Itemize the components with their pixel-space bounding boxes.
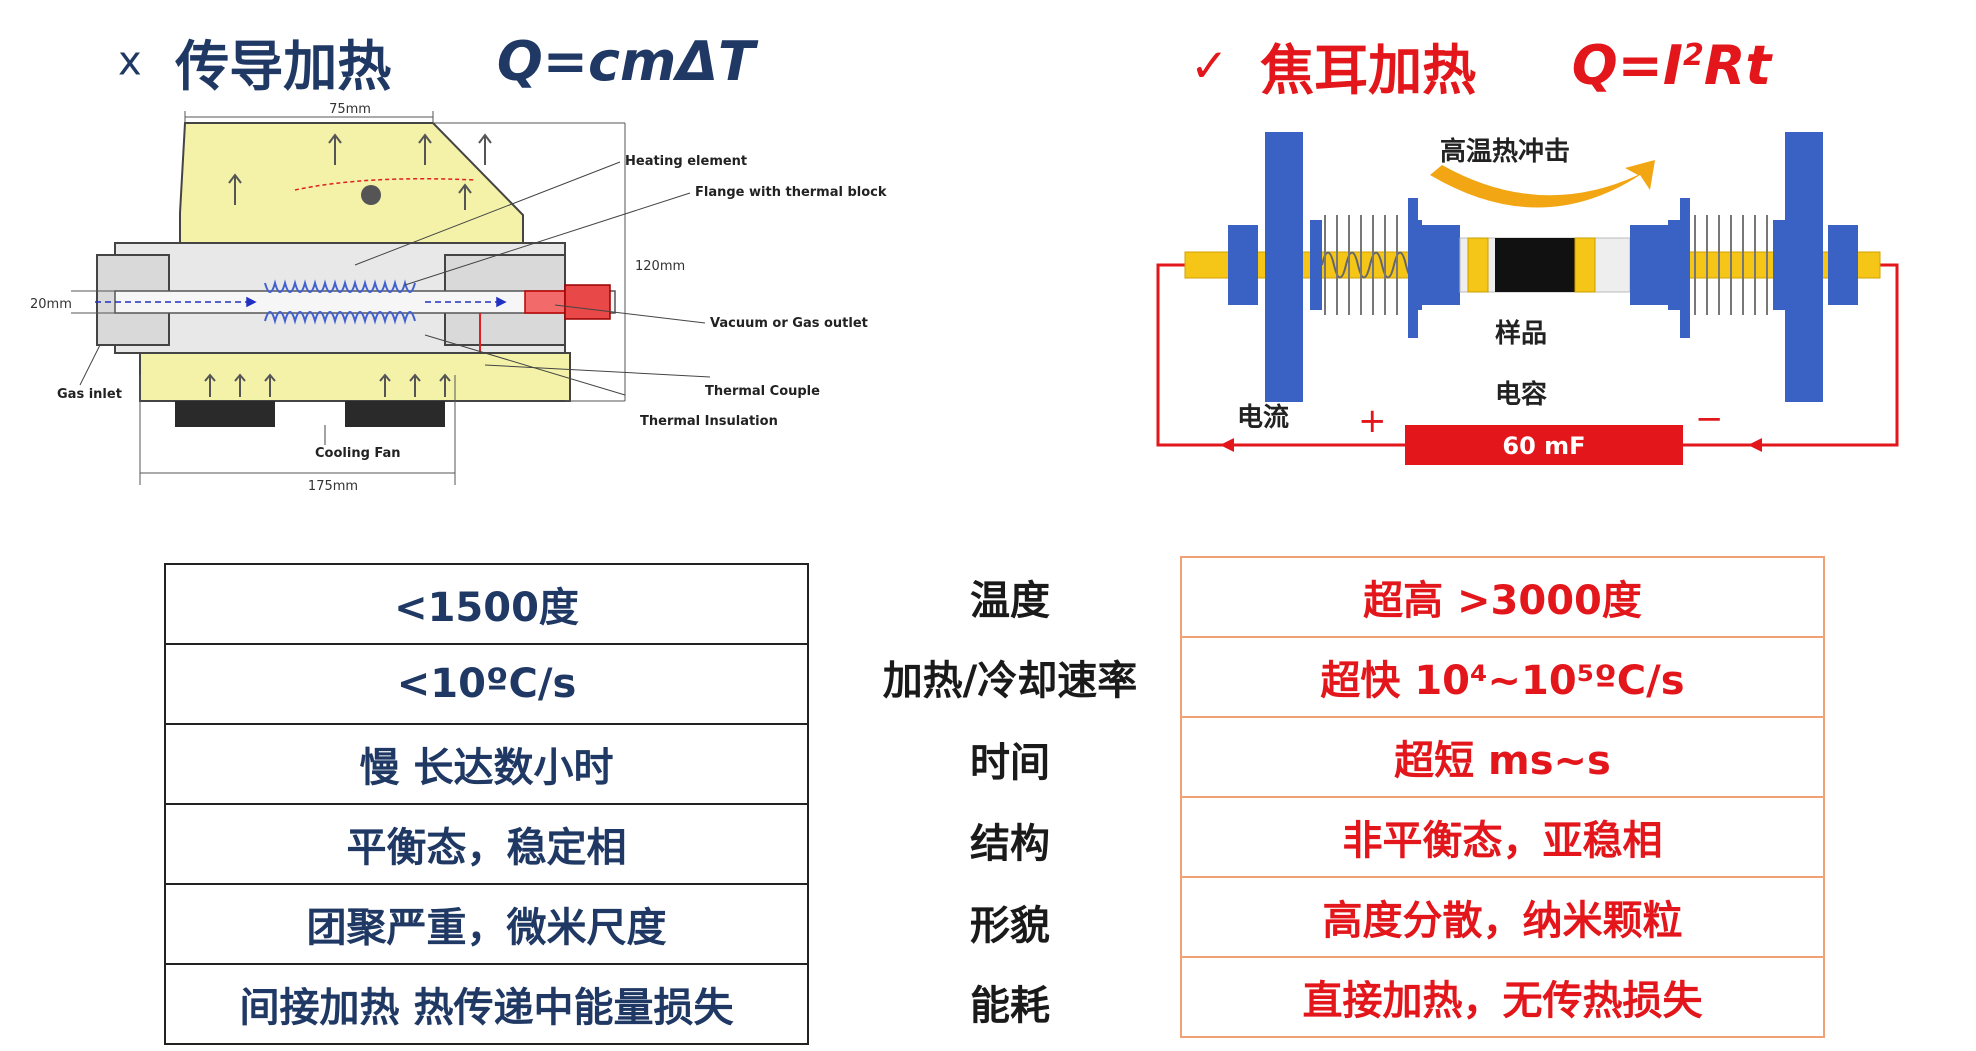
right-cell-temperature: 超高 >3000度 <box>1180 556 1825 638</box>
sample-block <box>1495 238 1575 292</box>
left-header: x 传导加热 Q=cmΔT <box>118 22 755 98</box>
label-thermal-insulation: Thermal Insulation <box>640 414 778 429</box>
label-thermal-couple: Thermal Couple <box>705 384 820 399</box>
left-formula: Q=cmΔT <box>496 30 755 93</box>
cooling-fan-left <box>175 401 275 427</box>
right-formula: Q=I2Rt <box>1571 34 1772 97</box>
label-vacuum: Vacuum or Gas outlet <box>710 316 868 331</box>
cooling-fan-right <box>345 401 445 427</box>
label-thermal-shock: 高温热冲击 <box>1440 136 1570 167</box>
bottom-housing <box>139 352 571 402</box>
left-cell-temperature: <1500度 <box>164 563 809 645</box>
left-title: 传导加热 <box>175 35 392 98</box>
label-plus: + <box>1358 401 1387 441</box>
dim-120mm: 120mm <box>635 259 685 274</box>
outlet-connector <box>524 290 566 314</box>
dim-75mm: 75mm <box>329 102 371 117</box>
right-title: 焦耳加热 <box>1260 39 1477 102</box>
label-cooling-fan: Cooling Fan <box>315 446 401 461</box>
right-cell-morphology: 高度分散，纳米颗粒 <box>1180 876 1825 958</box>
table-row: 平衡态，稳定相 <box>164 803 809 885</box>
left-cell-morphology: 团聚严重，微米尺度 <box>164 883 809 965</box>
attr-time: 时间 <box>970 740 1050 786</box>
attr-rate: 加热/冷却速率 <box>882 658 1138 704</box>
label-capacitor: 电容 <box>1495 379 1547 410</box>
joule-heating-diagram: 高温热冲击 样品 电流 电容 + − 60 mF <box>1156 132 1899 465</box>
check-mark-icon: ✓ <box>1190 38 1229 93</box>
right-cell-time: 超短 ms~s <box>1180 716 1825 798</box>
right-header: ✓ 焦耳加热 Q=I2Rt <box>1190 26 1772 102</box>
top-housing <box>179 122 524 244</box>
conductive-comparison-table: <1500度 <10ºC/s 慢 长达数小时 平衡态，稳定相 团聚严重，微米尺度… <box>164 563 809 1045</box>
attr-morphology: 形貌 <box>970 903 1050 949</box>
table-row: 间接加热 热传递中能量损失 <box>164 963 809 1045</box>
table-row: 直接加热，无传热损失 <box>1180 956 1825 1038</box>
dim-175mm: 175mm <box>308 479 358 494</box>
label-flange: Flange with thermal block <box>695 185 887 200</box>
table-row: 非平衡态，亚稳相 <box>1180 796 1825 878</box>
cross-mark-icon: x <box>118 38 142 85</box>
right-cell-energy: 直接加热，无传热损失 <box>1180 956 1825 1038</box>
table-row: 超高 >3000度 <box>1180 556 1825 638</box>
left-outer-electrode <box>1265 132 1303 402</box>
right-cell-structure: 非平衡态，亚稳相 <box>1180 796 1825 878</box>
attr-structure: 结构 <box>970 821 1050 867</box>
right-cell-rate: 超快 10⁴~10⁵ºC/s <box>1180 636 1825 718</box>
attr-temperature: 温度 <box>970 578 1050 624</box>
right-outer-electrode <box>1785 132 1823 402</box>
table-row: <1500度 <box>164 563 809 645</box>
label-heating-element: Heating element <box>625 154 747 169</box>
capacitor-box <box>1405 425 1683 465</box>
joule-comparison-table: 超高 >3000度 超快 10⁴~10⁵ºC/s 超短 ms~s 非平衡态，亚稳… <box>1180 556 1825 1038</box>
label-minus: − <box>1695 399 1724 439</box>
table-row: 慢 长达数小时 <box>164 723 809 805</box>
left-cell-time: 慢 长达数小时 <box>164 723 809 805</box>
left-cell-rate: <10ºC/s <box>164 643 809 725</box>
dim-20mm: 20mm <box>30 297 72 312</box>
table-row: 超快 10⁴~10⁵ºC/s <box>1180 636 1825 718</box>
attr-energy: 能耗 <box>970 983 1050 1029</box>
left-cell-structure: 平衡态，稳定相 <box>164 803 809 885</box>
table-row: 团聚严重，微米尺度 <box>164 883 809 965</box>
table-row: 高度分散，纳米颗粒 <box>1180 876 1825 958</box>
thermal-shock-arrow <box>1430 160 1655 208</box>
label-capacitance: 60 mF <box>1502 432 1585 460</box>
conductive-heating-diagram: 75mm 175 <box>30 102 887 494</box>
table-row: <10ºC/s <box>164 643 809 725</box>
label-sample: 样品 <box>1495 318 1547 349</box>
table-row: 超短 ms~s <box>1180 716 1825 798</box>
label-current: 电流 <box>1237 403 1289 433</box>
label-gas-inlet: Gas inlet <box>57 387 122 402</box>
left-cell-energy: 间接加热 热传递中能量损失 <box>164 963 809 1045</box>
